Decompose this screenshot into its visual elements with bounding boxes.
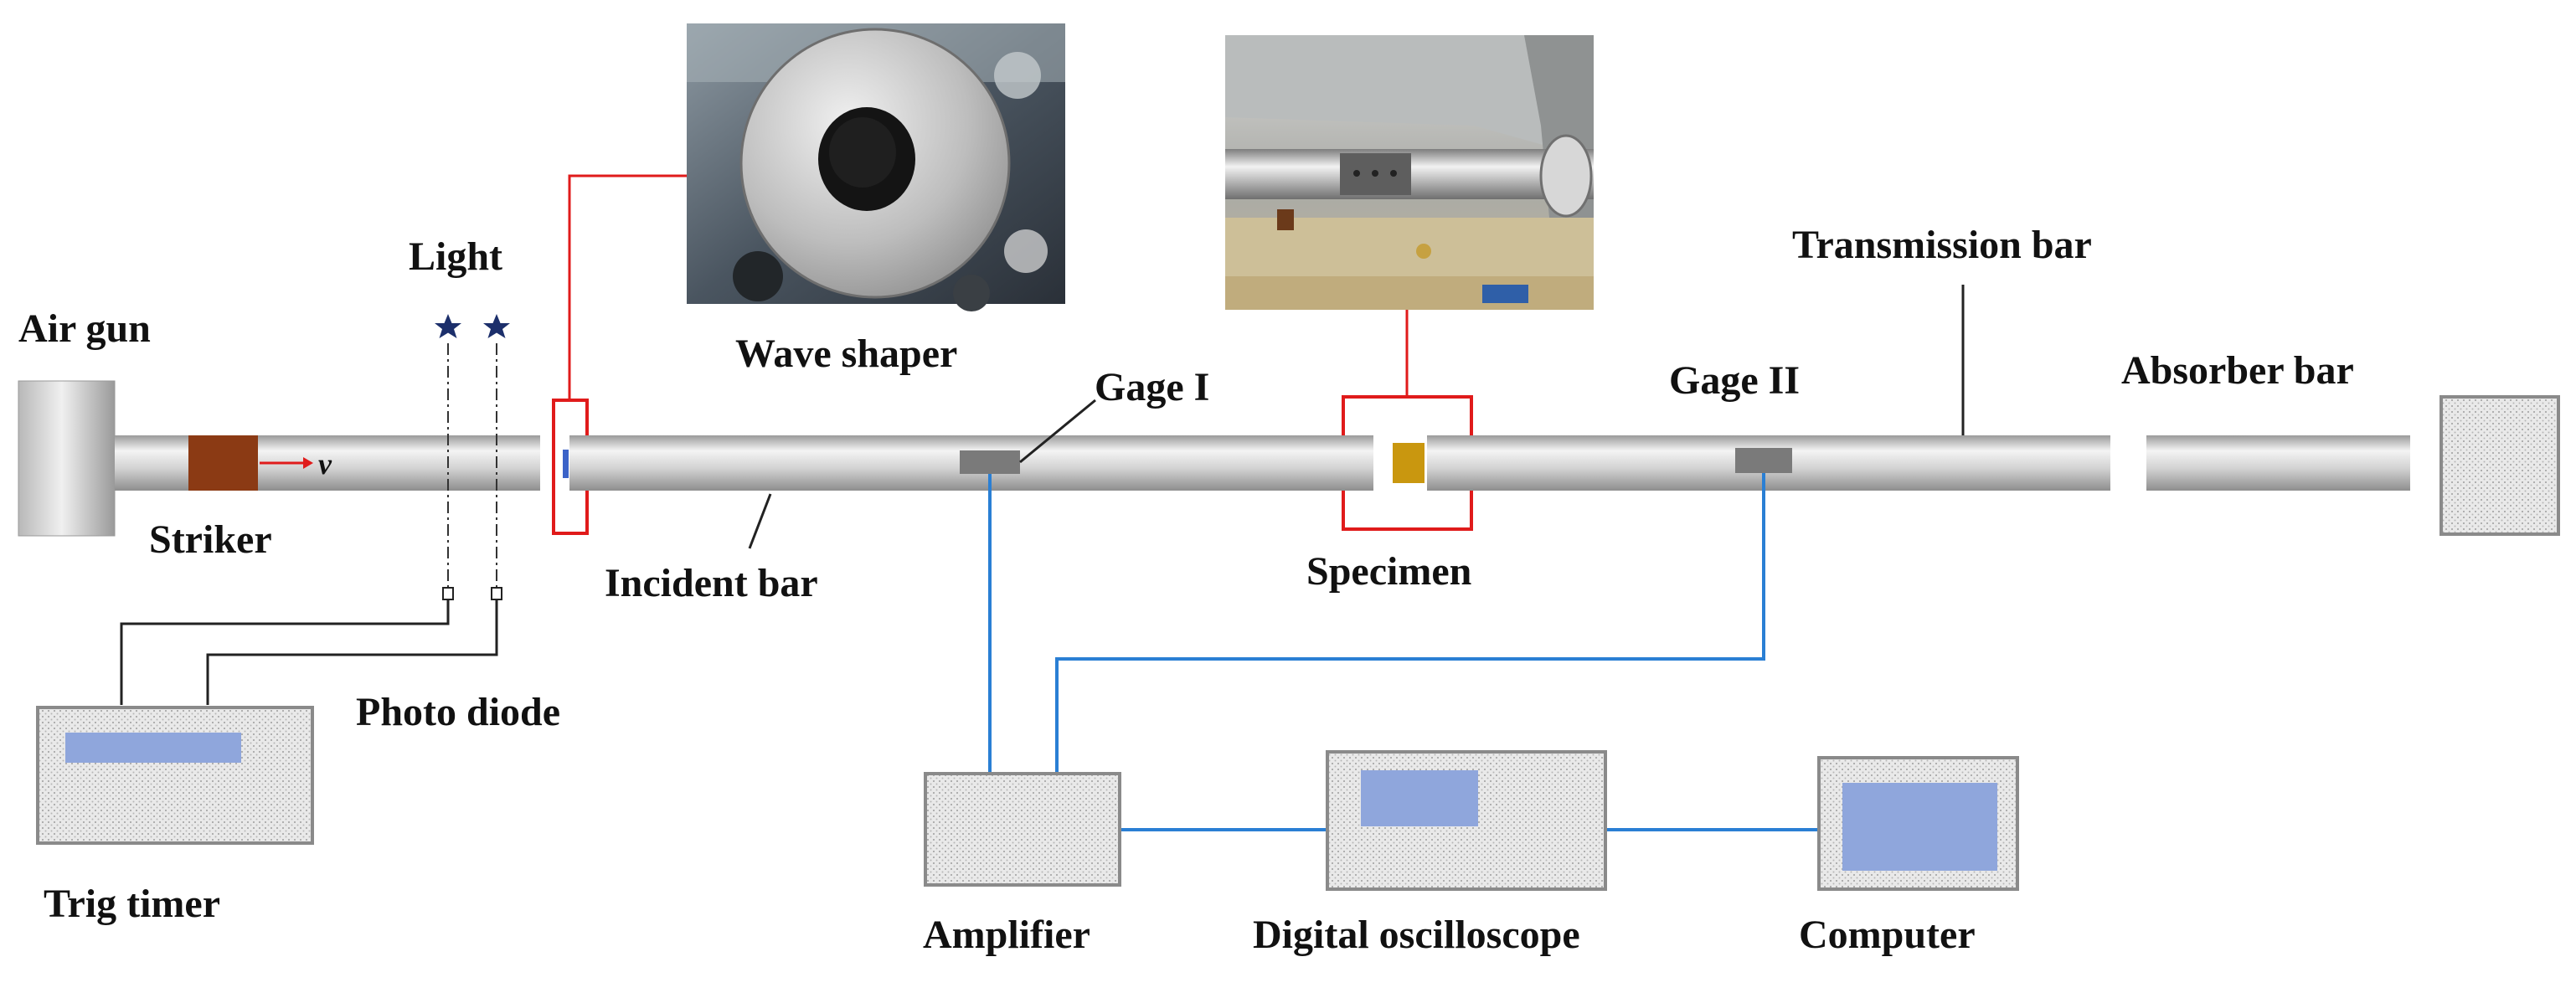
gage-2-signal-wire: [1055, 473, 1765, 774]
transmission-bar-label: Transmission bar: [1792, 223, 2092, 267]
trigger-wire-2: [206, 599, 498, 705]
air-gun-label: Air gun: [18, 306, 151, 351]
air-gun: [18, 380, 116, 537]
wave-shaper: [563, 450, 569, 478]
gage-2: [1735, 448, 1792, 473]
incident-bar-label: Incident bar: [605, 561, 818, 605]
gage-1-label: Gage I: [1095, 365, 1209, 409]
computer-label: Computer: [1799, 913, 1976, 957]
incident-bar-leader: [748, 493, 772, 549]
light-label: Light: [409, 234, 502, 279]
velocity-arrowhead: [303, 457, 313, 469]
wave-shaper-callout-line: [568, 174, 687, 400]
photo-diode-label: Photo diode: [356, 690, 560, 734]
trigger-wire-1: [120, 599, 450, 705]
photodiode-icon: [442, 587, 454, 600]
absorber-bar-label: Absorber bar: [2121, 348, 2354, 393]
trig-timer-label: Trig timer: [44, 882, 220, 926]
gage-1: [960, 450, 1020, 474]
absorber-box: [2439, 395, 2560, 536]
specimen-photo: [1225, 35, 1594, 310]
striker: [188, 435, 258, 491]
wave-shaper-photo: [687, 23, 1065, 311]
specimen: [1393, 443, 1425, 483]
specimen-label: Specimen: [1306, 549, 1471, 594]
velocity-label: v: [318, 447, 332, 481]
trig-timer-box: [36, 706, 314, 845]
amplifier-label: Amplifier: [923, 913, 1090, 957]
gage-2-label: Gage II: [1669, 358, 1800, 403]
gun-barrel: [115, 435, 540, 491]
star-icon: [483, 314, 510, 338]
gage-1-leader: [1019, 399, 1096, 464]
absorber-bar: [2146, 435, 2410, 491]
amplifier-box: [924, 772, 1121, 887]
star-icon: [435, 314, 461, 338]
oscilloscope-screen: [1361, 770, 1478, 826]
photodiode-icon: [491, 587, 502, 600]
trig-timer-screen: [65, 733, 241, 763]
wave-shaper-label: Wave shaper: [735, 332, 957, 376]
striker-label: Striker: [149, 517, 272, 562]
digital-oscilloscope-label: Digital oscilloscope: [1253, 913, 1580, 957]
computer-screen: [1842, 783, 1997, 871]
